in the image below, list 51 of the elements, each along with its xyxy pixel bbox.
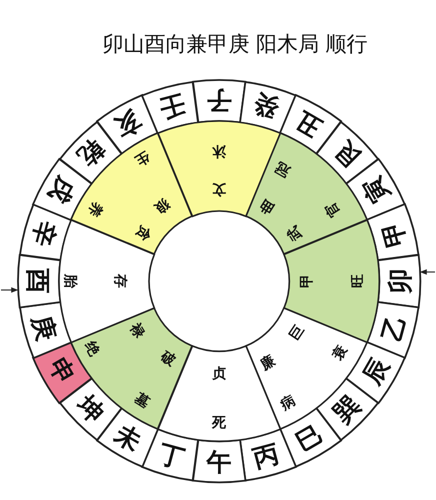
sector-label: 巨	[287, 323, 307, 343]
sector-label: 沐	[212, 144, 226, 158]
sector-label: 冠	[273, 159, 292, 178]
mountain-label: 子	[206, 88, 232, 112]
mountain-label: 丁	[156, 440, 188, 472]
sector-label: 死	[212, 416, 226, 430]
mountain-label: 酉	[26, 268, 50, 294]
sector-label: 存	[113, 274, 127, 288]
sector-label: 文	[212, 182, 226, 196]
sector-label: 曲	[257, 196, 277, 216]
mountain-label: 辰	[358, 354, 393, 389]
sector-label: 旺	[350, 274, 365, 288]
sector-label: 武	[285, 223, 305, 243]
mountain-label: 未	[111, 420, 146, 455]
mountain-label: 卯	[387, 268, 412, 294]
mountain-label: 申	[45, 354, 80, 389]
sector-label: 破	[158, 349, 178, 369]
sector-label: 贞	[212, 366, 226, 381]
sector-label: 病	[278, 393, 298, 412]
sector-label: 胎	[63, 274, 77, 288]
mountain-label: 亥	[111, 107, 146, 142]
mountain-label: 巽	[329, 391, 365, 427]
mountain-label: 丙	[250, 440, 282, 472]
sector-label: 廉	[258, 354, 278, 373]
mountain-label: 乙	[378, 312, 410, 344]
sector-label: 甲	[300, 274, 314, 288]
sector-label: 墓	[132, 392, 152, 411]
mountain-label: 癸	[250, 90, 282, 122]
mountain-label: 乾	[73, 135, 109, 171]
mountain-label: 巳	[292, 420, 327, 455]
mountain-label: 壬	[156, 90, 188, 122]
sector-label: 贪	[133, 224, 152, 243]
mountain-label: 艮	[329, 135, 365, 171]
mountain-label: 坤	[73, 391, 109, 427]
arrow	[419, 269, 436, 275]
sector-label: 狼	[152, 196, 172, 216]
mountain-label: 寅	[358, 173, 393, 208]
mountain-label: 辛	[28, 218, 60, 250]
title: 卯山酉向兼甲庚 阳木局 顺行	[101, 31, 369, 58]
mountain-label: 甲	[378, 218, 410, 250]
sector-label: 官	[323, 199, 343, 218]
sector-label: 绝	[82, 340, 102, 358]
mountain-label: 午	[206, 449, 232, 474]
mountain-label: 丑	[292, 107, 327, 142]
sector-label: 生	[132, 148, 152, 168]
arrow	[0, 287, 19, 293]
sector-label: 养	[86, 200, 105, 220]
mountain-label: 戌	[45, 173, 80, 208]
sector-label: 禄	[127, 321, 147, 341]
mountain-label: 庚	[28, 312, 60, 344]
sector-label: 衰	[330, 344, 350, 363]
